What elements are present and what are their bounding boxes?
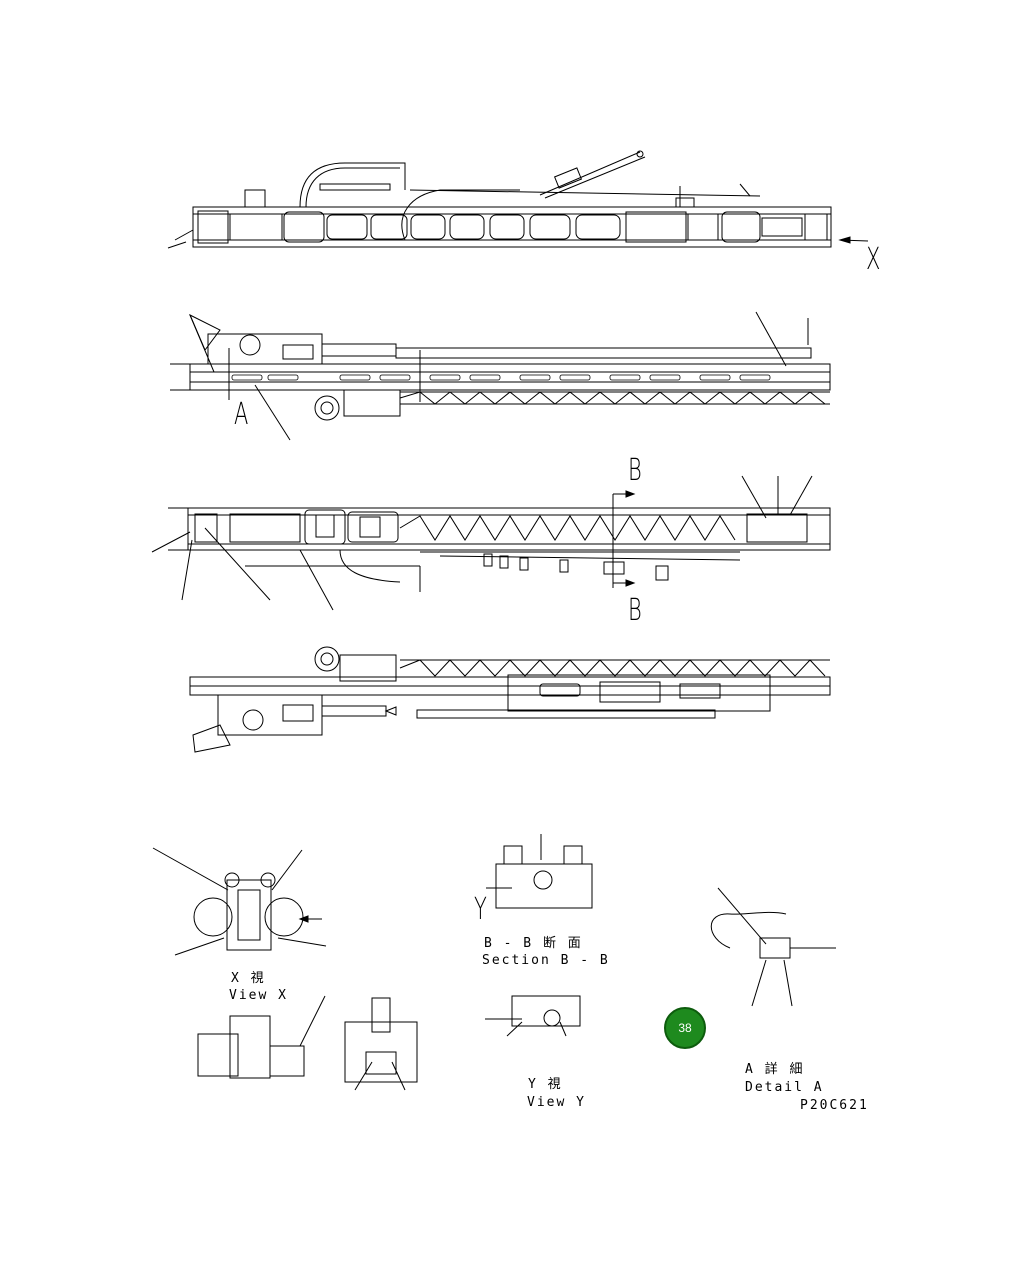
view-x-caption-jp: X 視 bbox=[231, 971, 266, 986]
side-view-bottom bbox=[189, 646, 831, 753]
detail-small-left bbox=[197, 995, 326, 1079]
plan-view-upper bbox=[170, 311, 831, 441]
drawing-number: P20C621 bbox=[800, 1098, 869, 1113]
section-bb-caption-en: Section B - B bbox=[482, 953, 610, 968]
view-x-callout: X bbox=[866, 242, 881, 277]
detail-a-callout: A bbox=[234, 397, 249, 432]
view-x-drawing bbox=[152, 847, 327, 956]
view-y-caption-en: View Y bbox=[527, 1095, 586, 1110]
section-b-marker-bottom: B bbox=[628, 593, 642, 628]
part-number-badge[interactable]: 38 bbox=[664, 1007, 706, 1049]
detail-a-caption-jp: A 詳 細 bbox=[745, 1062, 805, 1077]
view-y-caption-jp: Y 視 bbox=[528, 1077, 563, 1092]
detail-a-caption-en: Detail A bbox=[745, 1080, 824, 1095]
section-bb-caption-jp: B - B 断 面 bbox=[484, 936, 583, 951]
section-b-marker-top: B bbox=[628, 453, 642, 488]
view-y-drawing bbox=[485, 995, 581, 1037]
view-y-callout: Y bbox=[474, 892, 487, 927]
view-x-caption-en: View X bbox=[229, 988, 288, 1003]
plan-view-middle bbox=[151, 475, 831, 611]
side-view-top bbox=[167, 150, 869, 249]
section-bb-drawing bbox=[486, 834, 593, 909]
detail-small-middle bbox=[344, 997, 418, 1091]
detail-a-drawing bbox=[710, 887, 836, 1007]
